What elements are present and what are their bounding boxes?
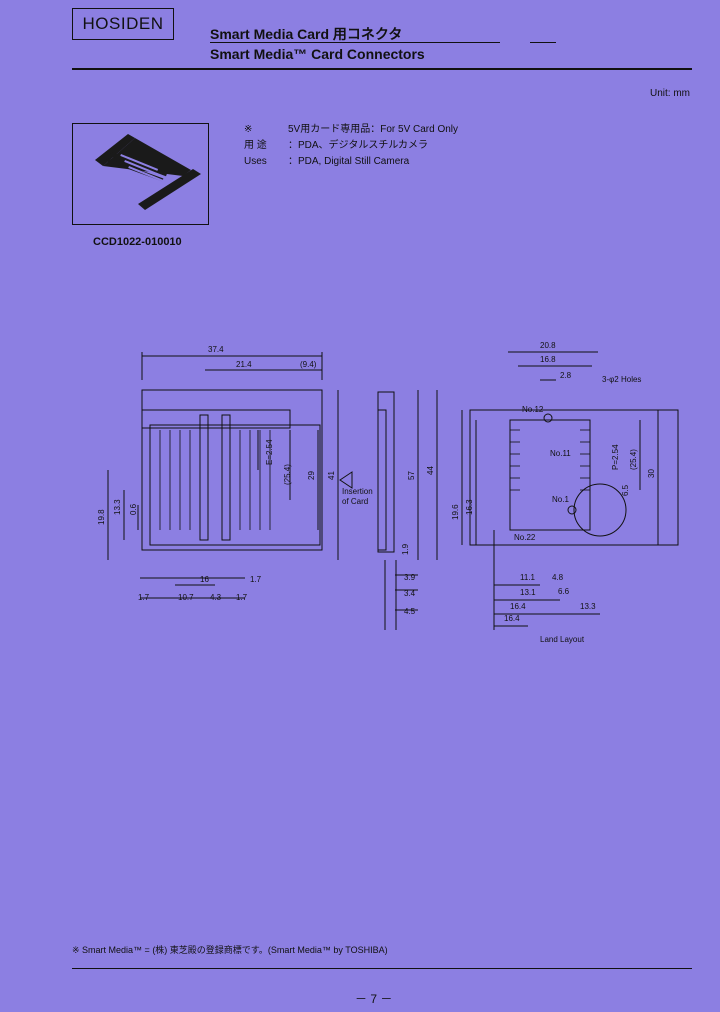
dim-label: P=2.54 — [611, 444, 620, 470]
dim-label: (25.4) — [283, 464, 292, 485]
dim-label: E=2.54 — [265, 439, 274, 465]
side-view — [339, 390, 438, 630]
footer-rule — [72, 968, 692, 969]
title-underline — [210, 42, 500, 43]
dim-label: 0.6 — [129, 503, 138, 515]
dim-label: 16.4 — [504, 614, 520, 623]
dim-label: (25.4) — [629, 449, 638, 470]
pin-label: No.12 — [522, 405, 544, 414]
dim-label: 20.8 — [540, 341, 556, 350]
dim-label: 4.3 — [210, 593, 222, 602]
dim-label: 13.3 — [580, 602, 596, 611]
dim-label: (9.4) — [300, 360, 317, 369]
spec-list: ※5V用カード専用品：For 5V Card Only 用 途：PDA、デジタル… — [244, 122, 458, 170]
connector-image — [95, 134, 201, 210]
spec-row: 用 途：PDA、デジタルスチルカメラ — [244, 140, 429, 151]
unit-label: Unit: mm — [650, 88, 690, 99]
page-title-en: Smart Media™ Card Connectors — [210, 46, 425, 62]
land-layout — [461, 351, 679, 630]
dim-label: 1.7 — [236, 593, 248, 602]
dim-label: 19.8 — [97, 509, 106, 525]
dim-label: 41 — [327, 471, 336, 480]
dim-label: 30 — [647, 469, 656, 478]
pin-label: No.1 — [552, 495, 569, 504]
dim-label: 3.4 — [404, 589, 416, 598]
title-underline-short — [530, 42, 556, 43]
pin-label: No.22 — [514, 533, 536, 542]
dim-label: 13.3 — [113, 499, 122, 515]
dim-label: 3-φ2 Holes — [602, 375, 641, 384]
dim-label: 57 — [407, 471, 416, 480]
insertion-label: of Card — [342, 497, 368, 506]
dim-label: 16.8 — [540, 355, 556, 364]
dim-label: 6.5 — [621, 484, 630, 496]
technical-drawing: 37.4 21.4 (9.4) E=2.54 (25.4) 29 41 0.6 … — [0, 330, 720, 665]
page-number: － 7 － — [355, 992, 393, 1006]
land-layout-label: Land Layout — [540, 635, 585, 644]
pin-label: No.11 — [550, 449, 571, 458]
hosiden-logo: HOSIDEN — [72, 8, 174, 40]
dim-label: 11.1 — [520, 573, 536, 582]
dim-label: 16 — [200, 575, 209, 584]
dim-label: 16.3 — [465, 499, 474, 515]
front-view — [107, 352, 339, 599]
insertion-label: Insertion — [342, 487, 373, 496]
trademark-note: ※ Smart Media™ = (株) 東芝殿の登録商標です。(Smart M… — [72, 945, 388, 955]
dim-label: 29 — [307, 471, 316, 480]
dim-label: 3.9 — [404, 573, 416, 582]
dim-label: 4.5 — [404, 607, 416, 616]
spec-row: ※5V用カード専用品：For 5V Card Only — [244, 124, 459, 135]
product-photo — [72, 123, 209, 225]
spec-row: Uses：PDA, Digital Still Camera — [244, 156, 410, 167]
dim-label: 1.7 — [250, 575, 262, 584]
dim-label: 1.7 — [138, 593, 150, 602]
dim-label: 2.8 — [560, 371, 572, 380]
dim-label: 44 — [426, 466, 435, 475]
dim-label: 4.8 — [552, 573, 564, 582]
dim-label: 19.6 — [451, 504, 460, 520]
dim-label: 37.4 — [208, 345, 224, 354]
dim-label: 10.7 — [178, 593, 194, 602]
part-number: CCD1022-010010 — [93, 236, 182, 248]
dim-label: 1.9 — [401, 543, 410, 555]
dim-label: 6.6 — [558, 587, 570, 596]
dim-label: 13.1 — [520, 588, 536, 597]
dim-label: 21.4 — [236, 360, 252, 369]
page-title-jp: Smart Media Card 用コネクタ — [210, 26, 403, 42]
dim-label: 16.4 — [510, 602, 526, 611]
header-rule — [72, 68, 692, 70]
